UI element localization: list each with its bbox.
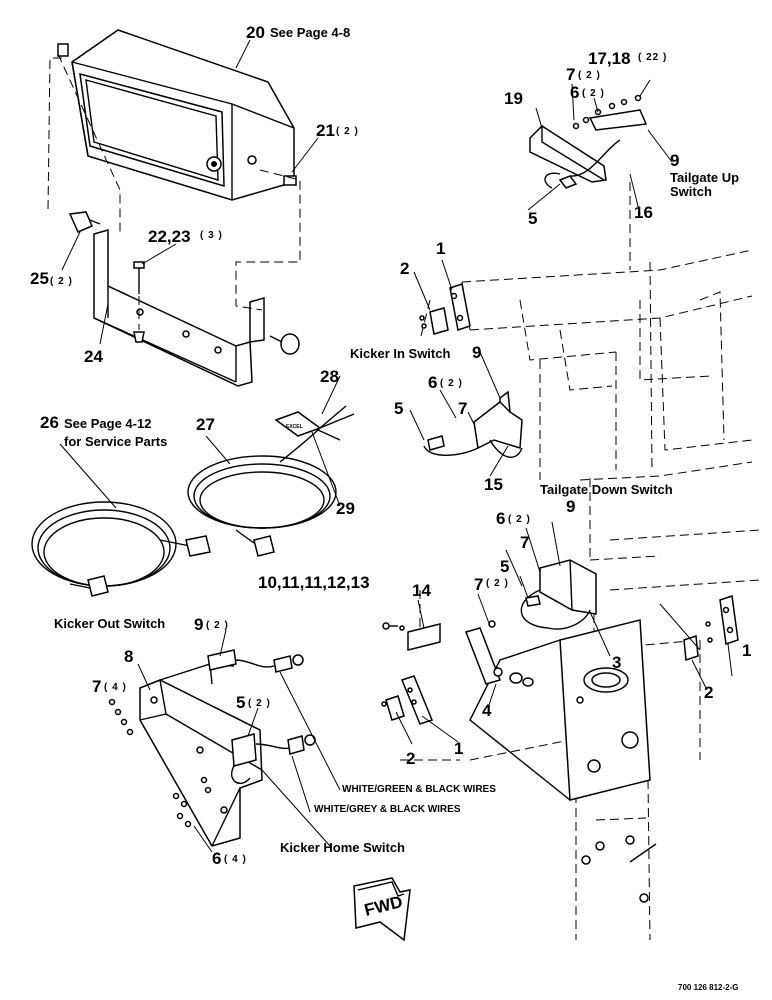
callout-25-qty: ( 2 ) [50, 276, 73, 287]
callout-28: 28 [320, 367, 339, 386]
mounting-bracket [93, 229, 265, 387]
callout-5-e: 5 [236, 693, 245, 712]
figure-code: 700 126 812-2-G [678, 983, 739, 992]
callout-6-top: 6 [570, 83, 579, 102]
callout-25: 25 [30, 269, 49, 288]
pad-label: EXCEL [286, 424, 303, 430]
callout-6-c: 6 [496, 509, 505, 528]
wires-label-1: WHITE/GREEN & BLACK WIRES [342, 784, 496, 795]
kicker-in-bracket [419, 283, 471, 335]
callout-7-d: 7 [474, 575, 483, 594]
harness-27 [187, 427, 337, 557]
kicker-out-switch-label: Kicker Out Switch [54, 616, 165, 631]
bolt-22 [133, 261, 145, 343]
callout-2-d: 2 [406, 749, 415, 768]
callout-26-note-1: See Page 4-12 [64, 416, 151, 431]
callout-24: 24 [84, 347, 103, 366]
callout-5-e-qty: ( 2 ) [248, 698, 271, 709]
callout-8: 8 [124, 647, 133, 666]
callout-7-c: 7 [520, 533, 529, 552]
callout-6-b-qty: ( 2 ) [440, 378, 463, 389]
callout-9-top: 9 [670, 151, 679, 170]
callout-7-top: 7 [566, 65, 575, 84]
callout-labels: 20 See Page 4-8 21 ( 2 ) 25 ( 2 ) 22,23 … [30, 23, 751, 992]
tailgate-down-label: Tailgate Down Switch [540, 482, 673, 497]
callout-5-c: 5 [500, 557, 509, 576]
callout-6-f: 6 [212, 849, 221, 868]
kicker-in-switch-bracket [423, 390, 523, 458]
wires-label-2: WHITE/GREY & BLACK WIRES [314, 804, 461, 815]
callout-10-13: 10,11,11,12,13 [258, 573, 370, 592]
callout-17-18: 17,18 [588, 49, 631, 68]
callout-6-top-qty: ( 2 ) [582, 88, 605, 99]
washers-left [108, 698, 212, 828]
knob-25-left [68, 211, 101, 233]
callout-20: 20 [246, 23, 265, 42]
callout-5-top: 5 [528, 209, 537, 228]
callout-21: 21 [316, 121, 335, 140]
right-switch-bracket [683, 595, 739, 662]
tailgate-up-label-2: Switch [670, 184, 712, 199]
kicker-home-switch-label: Kicker Home Switch [280, 840, 405, 855]
stud-21 [283, 175, 297, 186]
callout-20-note: See Page 4-8 [270, 25, 350, 40]
harness-26 [31, 501, 211, 597]
callout-6-c-qty: ( 2 ) [508, 514, 531, 525]
callout-6-f-qty: ( 4 ) [224, 854, 247, 865]
callout-15: 15 [484, 475, 503, 494]
callout-4: 4 [482, 701, 492, 720]
callout-26: 26 [40, 413, 59, 432]
callout-14: 14 [412, 581, 431, 600]
kicker-out-switch [207, 649, 304, 673]
callout-7-top-qty: ( 2 ) [578, 70, 601, 81]
fwd-arrow [353, 877, 411, 942]
callout-17-18-qty: ( 22 ) [638, 52, 667, 63]
plate-14 [382, 622, 441, 651]
kicker-in-switch-label: Kicker In Switch [350, 346, 450, 361]
kicker-plate-8 [139, 663, 263, 847]
callout-2-a: 2 [400, 259, 409, 278]
callout-27: 27 [196, 415, 215, 434]
monitor-console [71, 29, 295, 201]
callout-1-d: 1 [454, 739, 463, 758]
tailgate-up-bracket [529, 94, 648, 189]
callout-22-23: 22,23 [148, 227, 191, 246]
callout-22-23-qty: ( 3 ) [200, 230, 223, 241]
callout-9-d-qty: ( 2 ) [206, 620, 229, 631]
leader-lines [59, 39, 733, 853]
harness-pad-28: EXCEL [274, 405, 355, 441]
bracket-4 [465, 620, 534, 687]
callout-7-d-qty: ( 2 ) [486, 578, 509, 589]
callout-29: 29 [336, 499, 355, 518]
callout-1-c: 1 [742, 641, 751, 660]
callout-9-d: 9 [194, 615, 203, 634]
switch-bracket-lower [381, 675, 433, 725]
callout-3: 3 [612, 653, 621, 672]
knob-screw-left [57, 43, 69, 57]
tailgate-up-label-1: Tailgate Up [670, 170, 739, 185]
tailgate-down-bracket [520, 559, 597, 630]
kicker-home-switch [231, 733, 316, 784]
callout-9-b: 9 [472, 343, 481, 362]
callout-26-note-2: for Service Parts [64, 434, 167, 449]
knob-25-right [269, 333, 300, 355]
callout-19: 19 [504, 89, 523, 108]
callout-16: 16 [634, 203, 653, 222]
callout-2-c: 2 [704, 683, 713, 702]
callout-7-e-qty: ( 4 ) [104, 682, 127, 693]
callout-21-qty: ( 2 ) [336, 126, 359, 137]
callout-7-e: 7 [92, 677, 101, 696]
callout-7-b: 7 [458, 399, 467, 418]
callout-1-a: 1 [436, 239, 445, 258]
callout-6-b: 6 [428, 373, 437, 392]
callout-5-b: 5 [394, 399, 403, 418]
frame-casting [469, 619, 657, 903]
callout-9-c: 9 [566, 497, 575, 516]
